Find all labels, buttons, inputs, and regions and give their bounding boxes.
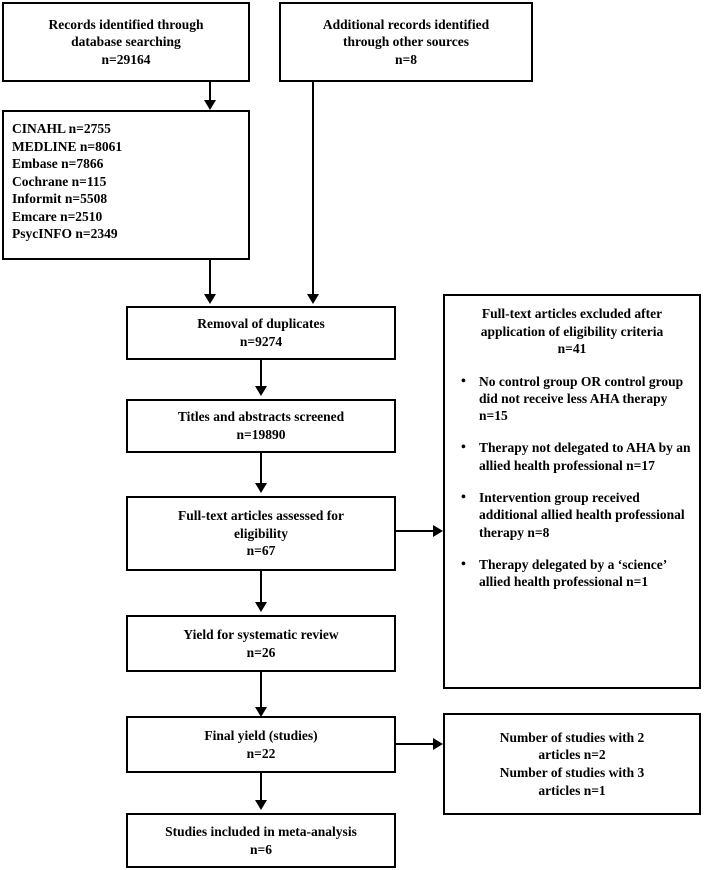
box-studies-included-meta-analysis: Studies included in meta-analysis n=6 [126, 813, 396, 868]
box-records-database-searching: Records identified through database sear… [2, 2, 250, 82]
connector-line-screened-to-eligibility [260, 453, 262, 486]
box-line: Full-text articles excluded after [481, 306, 663, 321]
connector-line-final-yield-to-meta-analysis [260, 773, 262, 803]
box-line: n=6 [250, 841, 272, 857]
database-line: Informit n=5508 [12, 191, 108, 207]
database-line: PsycINFO n=2349 [12, 226, 118, 242]
box-line: through other sources [342, 34, 469, 50]
box-removal-of-duplicates: Removal of duplicates n=9274 [126, 306, 396, 360]
arrow-head-screened-to-eligibility [255, 483, 267, 493]
arrow-head-search-to-breakdown [204, 100, 216, 110]
list-item: • Therapy delegated by a ‘science’ allie… [453, 556, 691, 591]
box-line: n=67 [246, 543, 276, 559]
connector-line-eligibility-to-excluded [396, 530, 437, 532]
box-line: Number of studies with 2 [499, 729, 645, 745]
box-line: Full-text articles assessed for [177, 508, 345, 524]
box-line: articles n=1 [538, 782, 606, 798]
box-line: Records identified through [48, 16, 204, 32]
list-item: • Intervention group received additional… [453, 489, 691, 541]
box-line: Number of studies with 3 [499, 765, 645, 780]
bullet-icon: • [461, 373, 466, 389]
arrow-head-final-yield-to-meta-analysis [255, 800, 267, 810]
database-line: Embase n=7866 [12, 156, 104, 172]
list-item: • No control group OR control group did … [453, 373, 691, 425]
box-fulltext-articles-excluded: Full-text articles excluded after applic… [443, 294, 701, 689]
box-titles-abstracts-screened: Titles and abstracts screened n=19890 [126, 399, 396, 453]
database-line: MEDLINE n=8061 [12, 138, 123, 154]
box-line: Titles and abstracts screened [177, 409, 345, 425]
connector-line-search-to-breakdown [209, 82, 211, 105]
connector-line-eligibility-to-review [260, 571, 262, 605]
arrow-head-breakdown-to-duplicates [204, 294, 216, 304]
box-final-yield-studies: Final yield (studies) n=22 [126, 716, 396, 773]
box-multi-article-studies: Number of studies with 2 articles n=2 Nu… [443, 713, 701, 815]
box-line: n=8 [395, 51, 417, 67]
box-line: n=9274 [239, 334, 283, 349]
list-item-label: Therapy not delegated to AHA by an allie… [479, 440, 691, 473]
connector-line-review-to-final-yield [260, 672, 262, 710]
box-line: Studies included in meta-analysis [165, 823, 357, 839]
arrow-head-review-to-final-yield [255, 707, 267, 717]
connector-line-final-yield-to-multi-article [396, 743, 437, 745]
box-line: n=29164 [101, 51, 151, 67]
excluded-heading: Full-text articles excluded after applic… [453, 305, 691, 358]
box-line: eligibility [234, 525, 288, 541]
bullet-icon: • [461, 489, 466, 505]
box-database-breakdown: CINAHL n=2755 MEDLINE n=8061 Embase n=78… [2, 110, 250, 260]
box-line: Additional records identified [322, 16, 490, 32]
box-line: Yield for systematic review [183, 626, 339, 642]
box-additional-records-other-sources: Additional records identified through ot… [279, 2, 533, 82]
box-line: n=41 [557, 341, 587, 357]
box-line: articles n=2 [538, 747, 606, 763]
arrow-head-eligibility-to-excluded [433, 525, 443, 537]
box-yield-systematic-review: Yield for systematic review n=26 [126, 615, 396, 672]
list-item-label: Therapy delegated by a ‘science’ allied … [479, 556, 667, 590]
database-line: Emcare n=2510 [12, 208, 103, 224]
box-line: application of eligibility criteria [480, 323, 664, 339]
box-line: Final yield (studies) [204, 727, 318, 743]
arrow-head-final-yield-to-multi-article [433, 738, 443, 750]
box-fulltext-assessed-eligibility: Full-text articles assessed for eligibil… [126, 496, 396, 571]
box-line: n=26 [246, 644, 276, 660]
box-line: n=19890 [236, 427, 286, 442]
box-line: Removal of duplicates [197, 316, 325, 332]
box-line: database searching [71, 34, 181, 50]
arrow-head-eligibility-to-review [255, 602, 267, 612]
bullet-icon: • [461, 556, 466, 572]
list-item: • Therapy not delegated to AHA by an all… [453, 439, 691, 474]
arrow-head-duplicates-to-screened [255, 386, 267, 396]
database-line: Cochrane n=115 [12, 173, 107, 189]
bullet-icon: • [461, 440, 466, 456]
connector-line-other-sources-to-duplicates [312, 82, 314, 298]
box-line: n=22 [246, 745, 276, 761]
exclusion-reason-list: • No control group OR control group did … [453, 358, 691, 591]
arrow-head-other-sources-to-duplicates [307, 294, 319, 304]
list-item-label: No control group OR control group did no… [479, 373, 684, 424]
connector-line-duplicates-to-screened [260, 360, 262, 389]
database-line: CINAHL n=2755 [12, 121, 111, 136]
list-item-label: Intervention group received additional a… [479, 489, 685, 540]
connector-line-breakdown-down [209, 260, 211, 298]
